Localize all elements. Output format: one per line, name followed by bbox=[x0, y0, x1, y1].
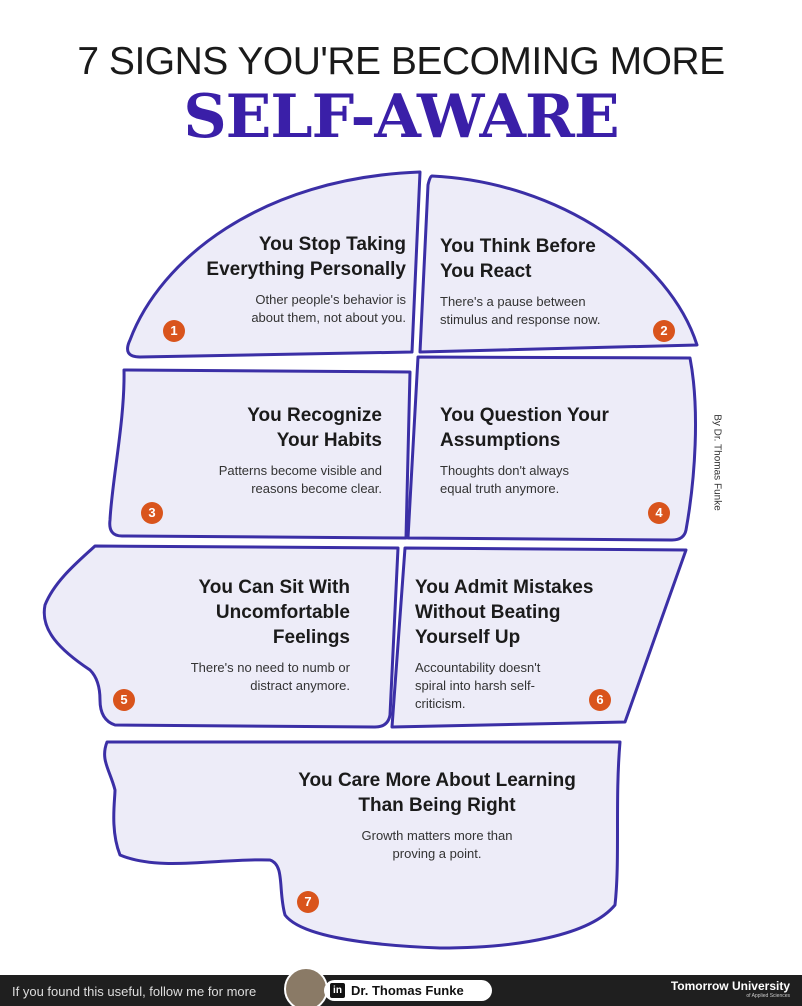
sign-5: You Can Sit With Uncomfortable Feelings … bbox=[150, 575, 350, 695]
brand-logo: Tomorrow University of Applied Sciences bbox=[670, 979, 790, 1000]
badge-4: 4 bbox=[648, 502, 670, 524]
badge-5: 5 bbox=[113, 689, 135, 711]
title-line-1: 7 SIGNS YOU'RE BECOMING MORE bbox=[77, 40, 725, 83]
badge-7: 7 bbox=[297, 891, 319, 913]
sign-6-title: You Admit Mistakes Without Beating Yours… bbox=[415, 577, 594, 648]
linkedin-icon: in bbox=[330, 983, 345, 998]
badge-3: 3 bbox=[141, 502, 163, 524]
sign-4-title: You Question Your Assumptions bbox=[440, 405, 609, 451]
badge-2: 2 bbox=[653, 320, 675, 342]
section-6-shape bbox=[390, 546, 688, 729]
sign-4: You Question Your Assumptions Thoughts d… bbox=[440, 403, 640, 498]
sign-2: You Think Before You React There's a pau… bbox=[440, 234, 630, 329]
sign-6: You Admit Mistakes Without Beating Yours… bbox=[415, 575, 615, 713]
section-4-shape bbox=[406, 355, 697, 542]
section-7-shape bbox=[103, 740, 622, 950]
badge-6: 6 bbox=[589, 689, 611, 711]
sign-5-text: There's no need to numb or distract anym… bbox=[190, 660, 350, 693]
sign-1-title: You Stop Taking Everything Personally bbox=[206, 234, 406, 280]
sign-7-text: Growth matters more than proving a point… bbox=[361, 828, 513, 861]
sign-7-title: You Care More About Learning Than Being … bbox=[298, 770, 576, 816]
section-5-shape bbox=[42, 544, 400, 729]
sign-5-title: You Can Sit With Uncomfortable Feelings bbox=[198, 577, 350, 648]
badge-1: 1 bbox=[163, 320, 185, 342]
brand-name: Tomorrow University bbox=[670, 979, 790, 993]
sign-7: You Care More About Learning Than Being … bbox=[277, 768, 597, 863]
footer-bar: If you found this useful, follow me for … bbox=[0, 967, 802, 1006]
sign-2-text: There's a pause between stimulus and res… bbox=[440, 294, 601, 327]
sign-3: You Recognize Your Habits Patterns becom… bbox=[160, 403, 382, 498]
sign-1: You Stop Taking Everything Personally Ot… bbox=[166, 232, 406, 327]
section-2-shape bbox=[418, 174, 699, 354]
follow-cta: If you found this useful, follow me for … bbox=[12, 984, 257, 999]
sign-3-title: You Recognize Your Habits bbox=[247, 405, 382, 451]
section-3-shape bbox=[108, 368, 412, 540]
sign-1-text: Other people's behavior is about them, n… bbox=[251, 292, 406, 325]
brand-subtitle: of Applied Sciences bbox=[746, 993, 790, 999]
section-1-shape bbox=[126, 170, 422, 359]
avatar bbox=[284, 967, 328, 1006]
title-line-2: SELF-AWARE bbox=[183, 82, 619, 152]
linkedin-name: Dr. Thomas Funke bbox=[351, 983, 464, 998]
byline: By Dr. Thomas Funke bbox=[711, 414, 723, 511]
sign-6-text: Accountability doesn't spiral into harsh… bbox=[415, 660, 541, 711]
linkedin-profile-link[interactable]: in Dr. Thomas Funke bbox=[324, 980, 492, 1001]
sign-3-text: Patterns become visible and reasons beco… bbox=[218, 463, 382, 496]
sign-2-title: You Think Before You React bbox=[440, 236, 596, 282]
sign-4-text: Thoughts don't always equal truth anymor… bbox=[440, 463, 569, 496]
